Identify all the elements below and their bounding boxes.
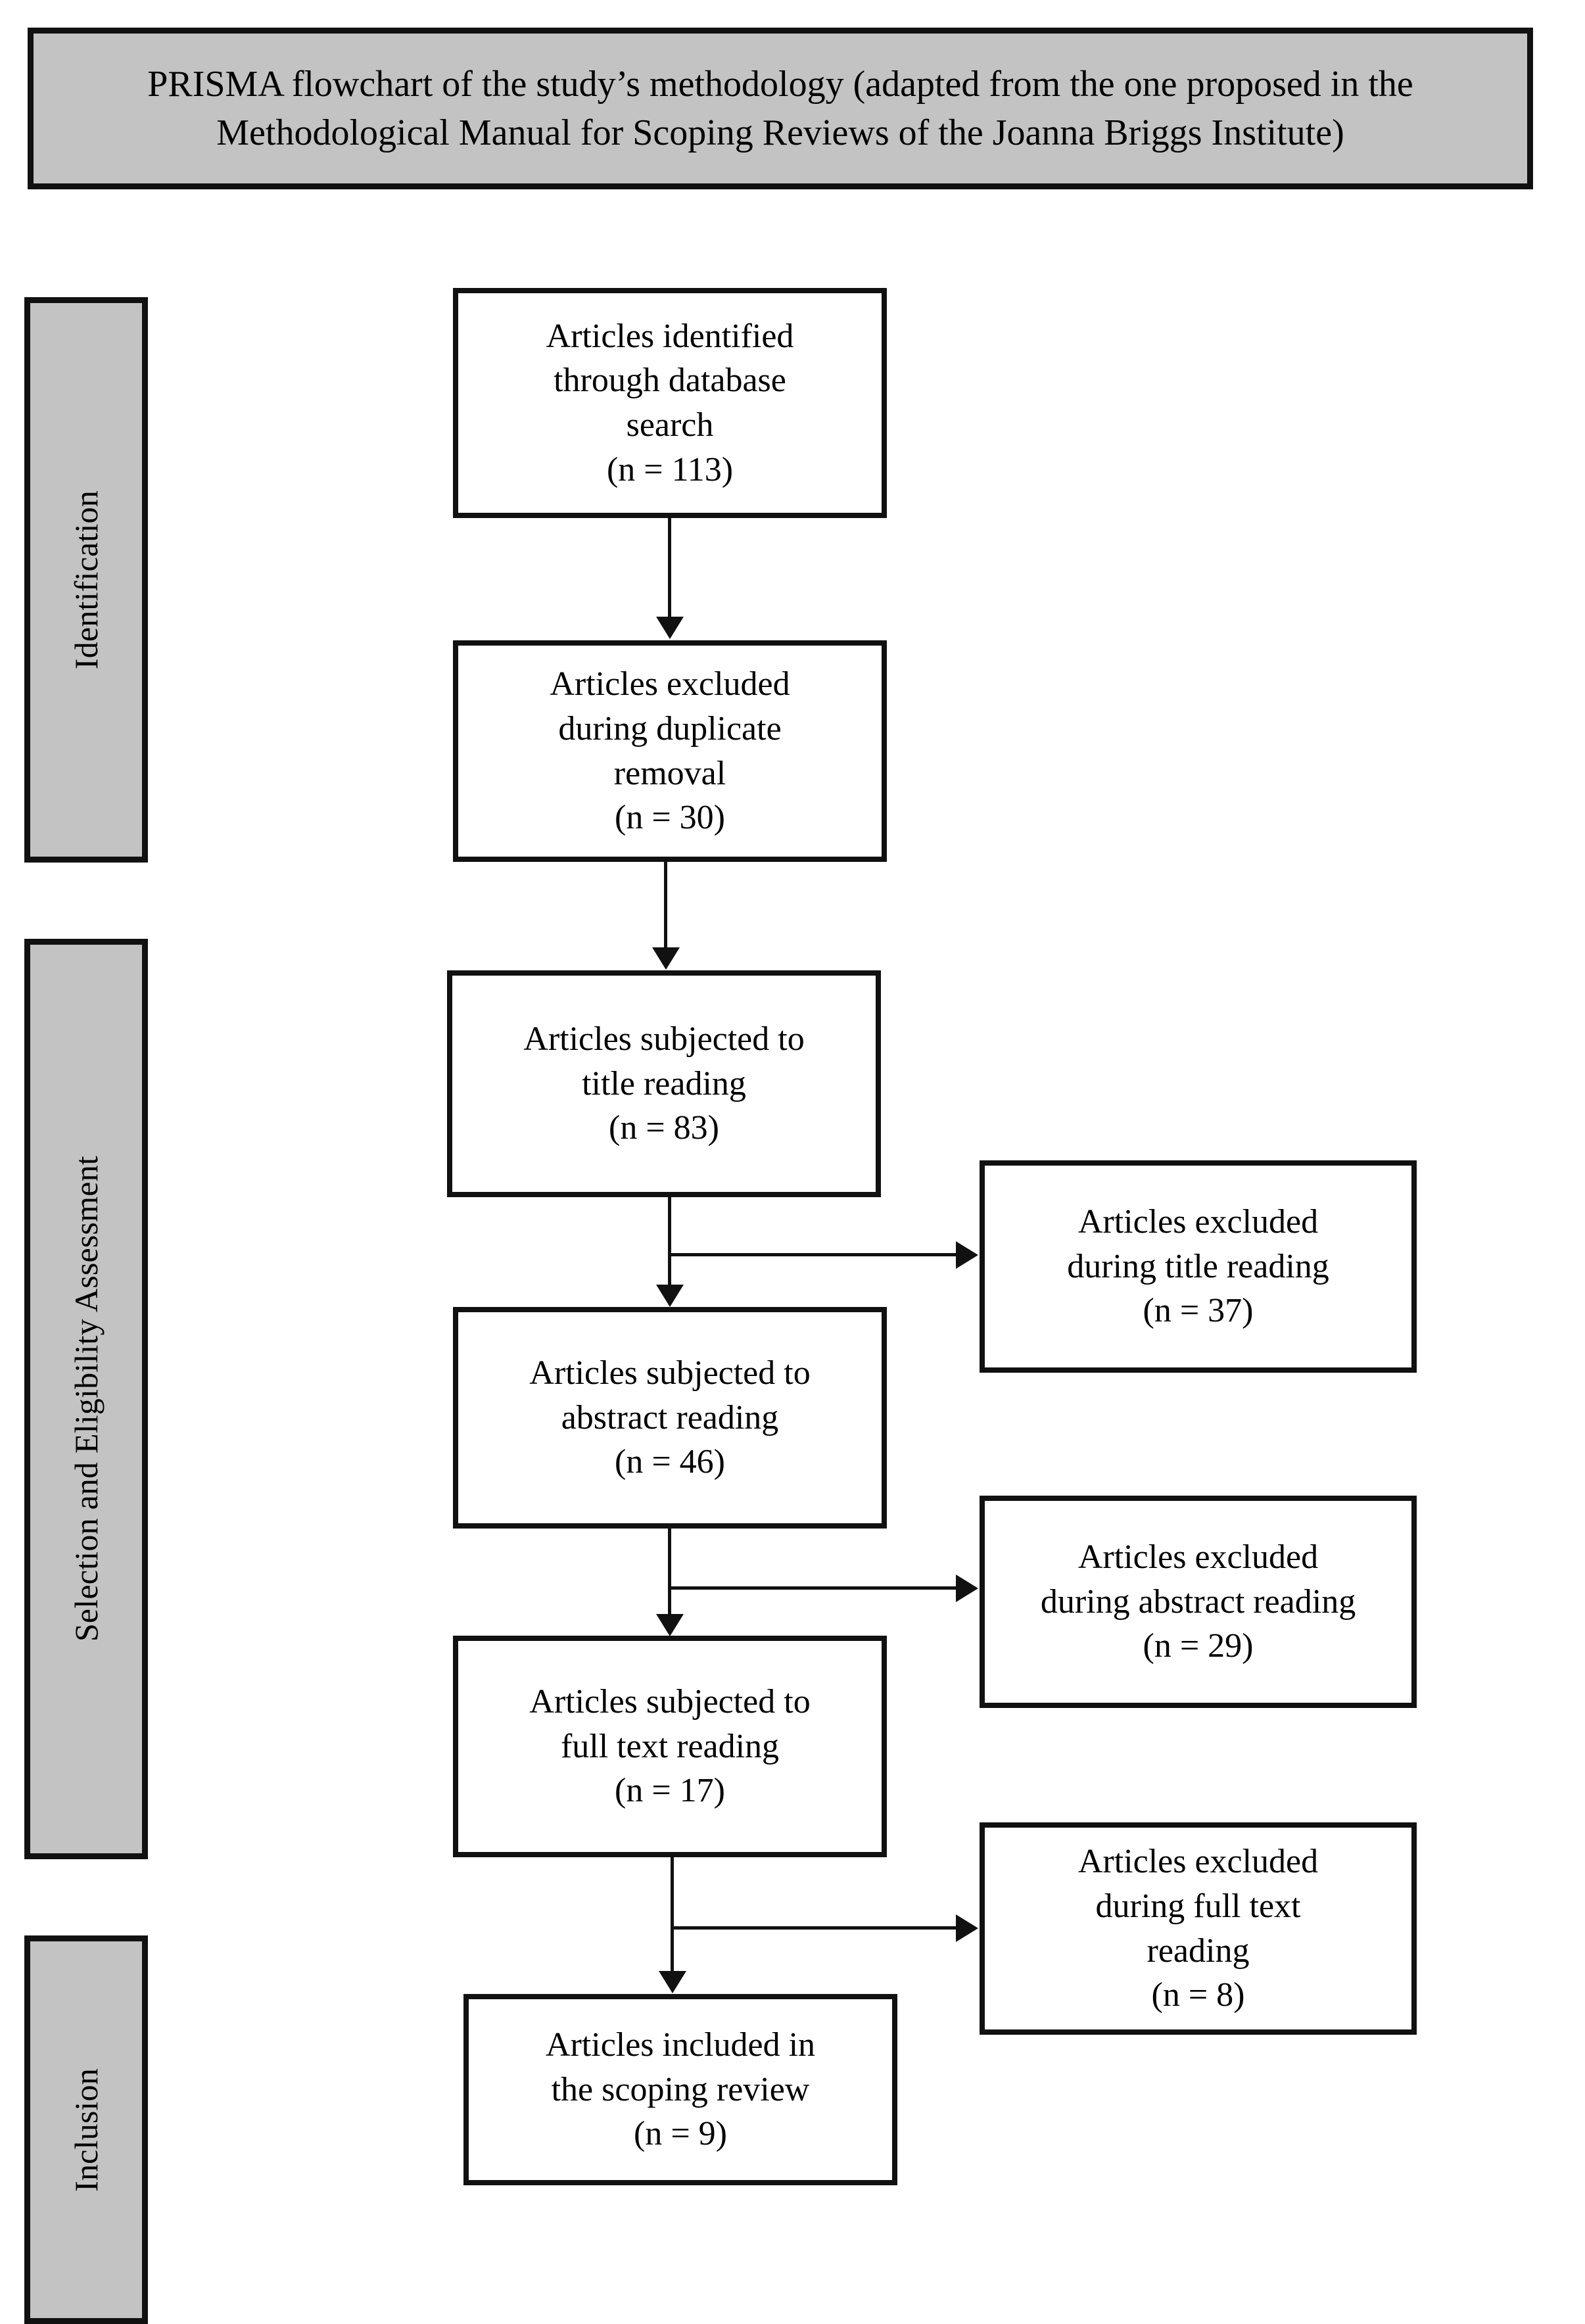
figure-title-text: PRISMA flowchart of the study’s methodol…	[147, 63, 1413, 153]
node-line-2: title reading	[582, 1064, 746, 1103]
node-text: Articles excluded during duplicate remov…	[540, 662, 799, 840]
node-count: (n = 37)	[1143, 1292, 1254, 1330]
node-line-2: during duplicate	[558, 709, 782, 747]
connector-duplicates-title-line	[664, 862, 667, 949]
node-line-1: Articles excluded	[1077, 1203, 1319, 1241]
stage-bar-identification: Identification	[24, 297, 148, 863]
node-text: Articles included in the scoping review …	[536, 2023, 824, 2156]
node-text: Articles excluded during full text readi…	[1069, 1839, 1327, 2017]
connector-identified-duplicates-arrow	[656, 617, 684, 639]
node-line-1: Articles identified	[546, 317, 794, 355]
node-count: (n = 9)	[634, 2115, 727, 2153]
node-articles-excluded-fulltext-reading: Articles excluded during full text readi…	[980, 1822, 1417, 2035]
connector-title-excluded-arrow	[956, 1241, 978, 1269]
connector-title-abstract-line	[668, 1197, 671, 1286]
node-articles-fulltext-reading: Articles subjected to full text reading …	[453, 1636, 887, 1857]
stage-label-inclusion: Inclusion	[68, 2068, 105, 2192]
node-articles-abstract-reading: Articles subjected to abstract reading (…	[453, 1307, 887, 1529]
node-line-1: Articles excluded	[550, 665, 790, 703]
connector-fulltext-excluded-line	[671, 1926, 957, 1930]
connector-duplicates-title-arrow	[652, 947, 680, 970]
node-line-1: Articles excluded	[1077, 1538, 1319, 1577]
node-line-2: abstract reading	[561, 1398, 779, 1436]
connector-abstract-excluded-line	[668, 1586, 957, 1590]
node-line-1: Articles subjected to	[529, 1683, 811, 1721]
node-count: (n = 83)	[609, 1109, 719, 1147]
node-line-2: the scoping review	[551, 2070, 810, 2108]
connector-abstract-excluded-arrow	[956, 1575, 978, 1602]
connector-identified-duplicates-line	[668, 518, 671, 618]
node-line-3: reading	[1147, 1932, 1250, 1970]
node-text: Articles subjected to full text reading …	[520, 1680, 819, 1813]
node-text: Articles subjected to title reading (n =…	[514, 1017, 813, 1150]
node-line-1: Articles excluded	[1077, 1843, 1319, 1881]
node-line-3: search	[626, 406, 714, 444]
figure-title-banner: PRISMA flowchart of the study’s methodol…	[28, 28, 1533, 189]
node-count: (n = 30)	[615, 799, 725, 837]
stage-label-identification: Identification	[68, 490, 105, 670]
connector-abstract-fulltext-line	[668, 1529, 671, 1615]
node-count: (n = 8)	[1151, 1976, 1245, 2014]
connector-fulltext-included-line	[671, 1857, 674, 1972]
node-articles-excluded-title-reading: Articles excluded during title reading (…	[980, 1160, 1417, 1373]
stage-label-selection: Selection and Eligibility Assessment	[68, 1156, 105, 1642]
node-line-2: during abstract reading	[1040, 1582, 1356, 1621]
stage-bar-selection: Selection and Eligibility Assessment	[24, 939, 148, 1859]
node-line-1: Articles subjected to	[523, 1020, 805, 1058]
stage-bar-inclusion: Inclusion	[24, 1935, 148, 2324]
node-line-1: Articles included in	[545, 2026, 816, 2064]
node-articles-title-reading: Articles subjected to title reading (n =…	[447, 970, 881, 1197]
node-articles-identified: Articles identified through database sea…	[453, 288, 887, 518]
node-text: Articles excluded during abstract readin…	[1031, 1535, 1365, 1669]
node-line-2: during title reading	[1067, 1247, 1329, 1285]
node-articles-excluded-abstract-reading: Articles excluded during abstract readin…	[980, 1496, 1417, 1708]
node-line-3: removal	[613, 754, 726, 792]
connector-fulltext-included-arrow	[659, 1971, 686, 1993]
node-count: (n = 113)	[606, 450, 734, 488]
connector-title-abstract-arrow	[656, 1285, 684, 1307]
connector-abstract-fulltext-arrow	[656, 1614, 684, 1636]
connector-title-excluded-line	[668, 1253, 957, 1256]
node-count: (n = 46)	[615, 1443, 725, 1481]
node-count: (n = 29)	[1143, 1627, 1254, 1665]
node-count: (n = 17)	[615, 1772, 725, 1810]
node-line-2: full text reading	[560, 1727, 780, 1765]
node-text: Articles subjected to abstract reading (…	[520, 1351, 819, 1484]
node-line-2: through database	[554, 362, 786, 400]
node-text: Articles identified through database sea…	[537, 314, 803, 492]
node-text: Articles excluded during title reading (…	[1058, 1200, 1338, 1333]
node-articles-included: Articles included in the scoping review …	[463, 1994, 897, 2185]
node-line-2: during full text	[1095, 1887, 1301, 1925]
node-articles-excluded-duplicates: Articles excluded during duplicate remov…	[453, 640, 887, 862]
node-line-1: Articles subjected to	[529, 1354, 811, 1392]
connector-fulltext-excluded-arrow	[956, 1914, 978, 1942]
